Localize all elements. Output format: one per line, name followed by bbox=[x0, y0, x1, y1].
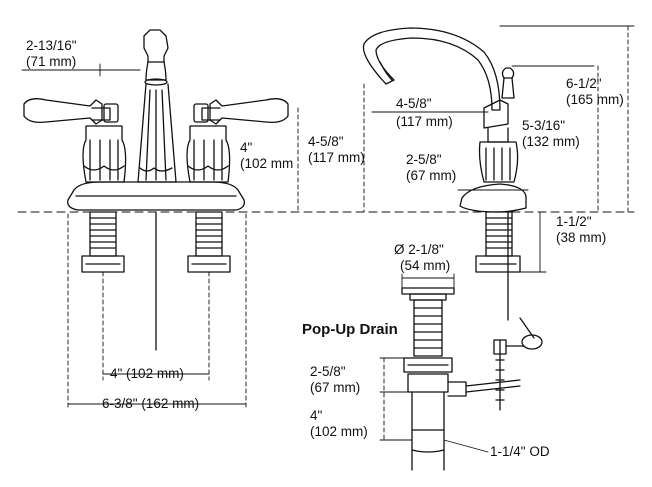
tailpiece-od: 1-1/4" OD bbox=[490, 444, 550, 459]
handle-height-imperial: 4" bbox=[240, 140, 253, 155]
dimension-lines bbox=[21, 25, 635, 453]
overall-width-dimension: 6-3/8" (162 mm) bbox=[102, 396, 200, 411]
drain-lower-imperial: 4" bbox=[310, 408, 323, 423]
drain-title: Pop-Up Drain bbox=[302, 321, 398, 338]
handle-height-metric: (102 mm bbox=[240, 156, 294, 171]
drain-diameter-imperial: Ø 2-1/8" bbox=[394, 242, 444, 257]
shank-length-imperial: 1-1/2" bbox=[556, 214, 592, 229]
drain-upper-metric: (67 mm) bbox=[310, 380, 361, 395]
total-height-imperial: 6-1/2" bbox=[566, 76, 602, 91]
spout-height-metric: (132 mm) bbox=[522, 134, 580, 149]
centers-dimension: 4" (102 mm) bbox=[110, 366, 184, 381]
spout-width-metric: (71 mm) bbox=[26, 54, 77, 69]
body-height-imperial: 4-5/8" bbox=[308, 134, 344, 149]
drain-diameter-metric: (54 mm) bbox=[400, 258, 451, 273]
base-depth-metric: (67 mm) bbox=[406, 168, 457, 183]
spout-reach-metric: (117 mm) bbox=[396, 114, 453, 129]
front-view bbox=[23, 29, 289, 351]
spout-height-imperial: 5-3/16" bbox=[522, 118, 566, 133]
drain-assembly bbox=[401, 287, 543, 471]
body-height-metric: (117 mm) bbox=[308, 150, 365, 165]
total-height-metric: (165 mm) bbox=[566, 92, 624, 107]
side-view bbox=[362, 27, 527, 321]
shank-length-metric: (38 mm) bbox=[556, 230, 607, 245]
spout-width-imperial: 2-13/16" bbox=[26, 38, 77, 53]
base-depth-imperial: 2-5/8" bbox=[406, 152, 442, 167]
drain-lower-metric: (102 mm) bbox=[310, 424, 368, 439]
drain-upper-imperial: 2-5/8" bbox=[310, 364, 346, 379]
spout-reach-imperial: 4-5/8" bbox=[396, 96, 432, 111]
